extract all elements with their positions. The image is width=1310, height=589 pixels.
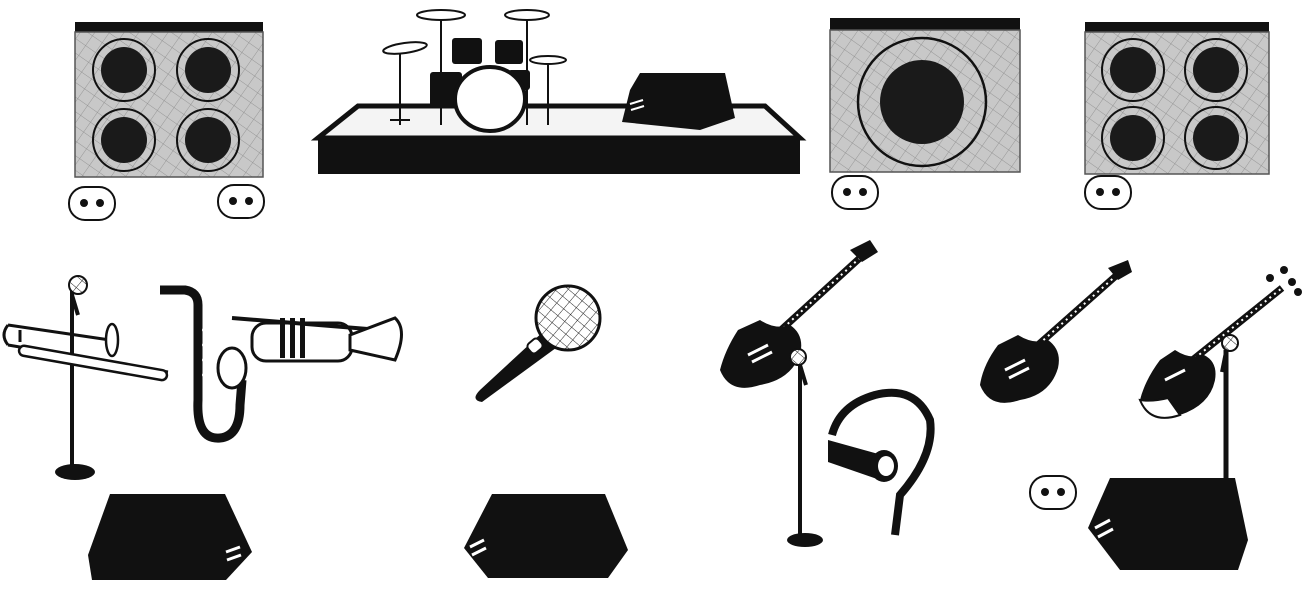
guitar-cabinet-icon	[75, 22, 263, 177]
trombone	[4, 324, 168, 381]
wedge-monitor-1	[88, 494, 252, 580]
mic-stand-icon	[1222, 335, 1238, 478]
drum-riser	[318, 10, 800, 174]
power-outlet	[218, 185, 264, 218]
bass-guitar-icon	[1140, 266, 1302, 418]
power-outlet	[69, 187, 115, 220]
electric-guitar-icon	[980, 260, 1132, 403]
bass-cabinet-icon	[830, 18, 1020, 172]
power-outlet-icon	[1030, 476, 1076, 509]
trumpet-icon	[232, 318, 402, 361]
mic-stand-horns	[55, 276, 95, 480]
guitar-cabinet-right	[1085, 22, 1269, 174]
mic-stand-icon	[787, 349, 823, 547]
saxophone-icon	[160, 290, 246, 438]
mic-stand-center	[787, 349, 823, 547]
electric-guitar-right	[980, 260, 1132, 403]
saxophone	[160, 290, 246, 438]
power-outlet-icon	[69, 187, 115, 220]
wedge-monitor-icon	[464, 494, 628, 578]
in-ear-monitor	[828, 393, 931, 535]
wedge-monitor-icon	[1088, 478, 1248, 570]
wedge-monitor-2	[464, 494, 628, 578]
trombone-icon	[4, 324, 168, 381]
wedge-monitor-3	[1088, 478, 1248, 570]
guitar-cabinet-left	[75, 22, 263, 177]
handheld-microphone	[475, 286, 600, 402]
power-outlet	[1085, 176, 1131, 209]
power-outlet	[1030, 476, 1076, 509]
power-outlet-icon	[218, 185, 264, 218]
guitar-cabinet-icon	[1085, 22, 1269, 174]
mic-stand-icon	[55, 276, 95, 480]
power-outlet	[832, 176, 878, 209]
bass-guitar	[1140, 266, 1302, 418]
handheld-mic-icon	[475, 286, 600, 402]
wedge-monitor-icon	[88, 494, 252, 580]
drum-kit-icon	[318, 10, 800, 174]
trumpet	[232, 318, 402, 361]
mic-stand-right	[1222, 335, 1238, 478]
bass-cabinet	[830, 18, 1020, 172]
power-outlet-icon	[1085, 176, 1131, 209]
in-ear-monitor-icon	[828, 393, 931, 535]
power-outlet-icon	[832, 176, 878, 209]
